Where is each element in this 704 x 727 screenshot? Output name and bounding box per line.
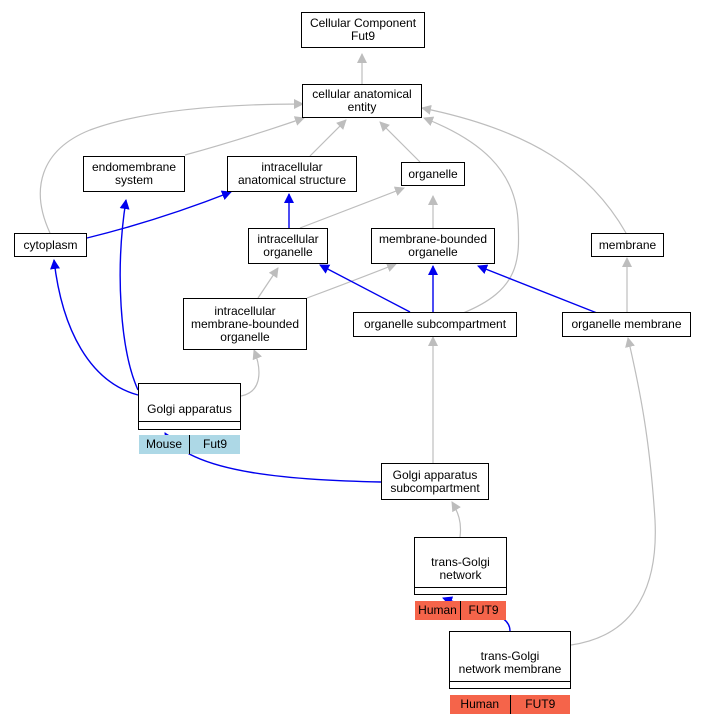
node-intracellular-organelle[interactable]: intracellular organelle	[248, 228, 328, 264]
species-cell: Human	[418, 603, 457, 617]
node-cellular-anatomical-entity[interactable]: cellular anatomical entity	[302, 84, 422, 118]
edge-cyto-to-cae	[39, 99, 304, 234]
edge-osub-to-io	[319, 264, 411, 313]
node-intracellular-membrane-bounded-organelle[interactable]: intracellular membrane-bounded organelle	[183, 298, 307, 350]
node-organelle-subcompartment[interactable]: organelle subcompartment	[353, 312, 517, 337]
node-cellular-component-fut9[interactable]: Cellular Component Fut9	[301, 12, 425, 48]
node-membrane[interactable]: membrane	[591, 233, 664, 257]
gene-cell: FUT9	[460, 601, 506, 620]
go-graph: Cellular Component Fut9 cellular anatomi…	[14, 12, 691, 714]
edge-golgi-to-imbo	[240, 349, 262, 397]
node-trans-golgi-network-membrane[interactable]: trans-Golgi network membrane Human FUT9	[449, 631, 571, 714]
edge-omem-to-mbo	[477, 264, 598, 314]
node-membrane-bounded-organelle[interactable]: membrane-bounded organelle	[371, 228, 495, 264]
node-title: trans-Golgi network membrane	[450, 645, 570, 682]
annotation-row: Mouse Fut9	[139, 435, 240, 454]
edge-golgi-to-endo	[119, 199, 139, 391]
edge-tgn-to-gsub	[451, 501, 462, 538]
edge-mem-to-cae	[421, 104, 627, 234]
node-organelle[interactable]: organelle	[401, 162, 465, 186]
gene-cell: FUT9	[509, 695, 571, 714]
annotation-row: Human FUT9	[450, 695, 570, 714]
node-cytoplasm[interactable]: cytoplasm	[14, 233, 87, 257]
node-trans-golgi-network[interactable]: trans-Golgi network Human FUT9	[414, 537, 507, 620]
node-intracellular-anatomical-structure[interactable]: intracellular anatomical structure	[227, 156, 357, 192]
node-golgi-apparatus-subcompartment[interactable]: Golgi apparatus subcompartment	[381, 463, 489, 500]
edge-endo-to-cae	[184, 116, 305, 156]
edge-tgnm-to-omem	[570, 337, 656, 646]
edge-cyto-to-ias	[86, 190, 232, 239]
edge-golgi-to-cyto	[50, 259, 139, 396]
species-cell: Mouse	[145, 437, 183, 451]
edge-org-to-cae	[379, 121, 421, 163]
gene-cell: Fut9	[189, 435, 240, 454]
node-organelle-membrane[interactable]: organelle membrane	[562, 312, 691, 337]
node-title: trans-Golgi network	[415, 551, 506, 588]
annotation-row: Human FUT9	[415, 601, 506, 620]
node-golgi-apparatus[interactable]: Golgi apparatus Mouse Fut9	[138, 383, 241, 454]
edge-osub-to-cae	[423, 116, 520, 314]
node-endomembrane-system[interactable]: endomembrane system	[83, 156, 185, 192]
species-cell: Human	[460, 697, 500, 711]
edge-ias-to-cae	[309, 119, 347, 157]
edge-io-to-org	[299, 186, 405, 229]
edge-imbo-to-io	[257, 267, 279, 299]
node-title: Golgi apparatus	[139, 397, 240, 422]
